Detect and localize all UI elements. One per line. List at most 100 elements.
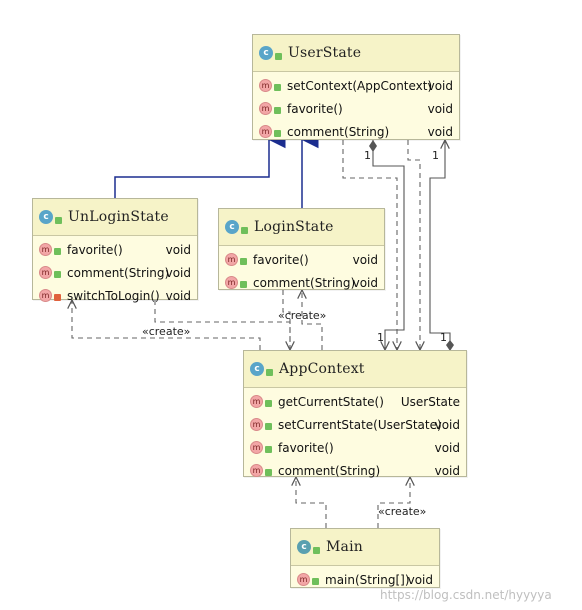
class-header: c Main	[291, 529, 439, 566]
public-icon	[265, 423, 272, 430]
method-row: m comment(String) void	[253, 120, 459, 143]
watermark: https://blog.csdn.net/hyyyya	[380, 588, 552, 602]
method-row: m favorite() void	[33, 238, 197, 261]
method-return: void	[427, 78, 453, 93]
method-return: void	[434, 440, 460, 455]
create-main-to-appcontext	[377, 477, 410, 528]
association-appcontext-userstate	[429, 140, 451, 350]
method-return: UserState	[400, 394, 460, 409]
class-name: UserState	[288, 45, 362, 61]
public-icon	[274, 84, 281, 91]
class-name: LoginState	[254, 219, 334, 235]
method-signature: favorite()	[67, 242, 123, 257]
method-signature: favorite()	[287, 101, 343, 116]
method-icon: m	[39, 289, 52, 302]
create-label: «create»	[278, 309, 327, 322]
create-label: «create»	[378, 505, 427, 518]
method-signature: setCurrentState(UserState)	[278, 417, 442, 432]
method-row: m comment(String) void	[33, 261, 197, 284]
method-return: void	[165, 265, 191, 280]
public-icon	[54, 271, 61, 278]
public-icon	[313, 546, 320, 554]
composition-diamond-appcontext	[446, 340, 454, 351]
method-signature: comment(String)	[278, 463, 381, 478]
public-icon	[274, 130, 281, 137]
class-header: c UnLoginState	[33, 199, 197, 236]
class-icon: c	[250, 362, 264, 376]
method-icon: m	[259, 79, 272, 92]
method-signature: comment(String)	[287, 124, 390, 139]
method-return: void	[427, 101, 453, 116]
class-icon: c	[39, 210, 53, 224]
public-icon	[240, 281, 247, 288]
method-return: void	[427, 124, 453, 139]
private-lock-icon	[54, 294, 61, 301]
association-userstate-appcontext	[372, 140, 405, 350]
method-icon: m	[39, 243, 52, 256]
method-icon: m	[39, 266, 52, 279]
method-return: void	[407, 572, 433, 587]
method-signature: comment(String)	[253, 275, 356, 290]
class-name: Main	[326, 539, 363, 555]
dependency-main-to-appcontext	[296, 477, 327, 528]
method-icon: m	[297, 573, 310, 586]
dependency-userstate-to-appcontext	[342, 140, 397, 350]
public-icon	[265, 400, 272, 407]
inheritance-unlogin-to-userstate	[114, 131, 286, 198]
method-icon: m	[225, 276, 238, 289]
class-header: c LoginState	[219, 209, 384, 246]
method-row: m switchToLogin() void	[33, 284, 197, 307]
public-icon	[240, 258, 247, 265]
method-row: m comment(String) void	[219, 271, 384, 294]
class-unloginstate[interactable]: c UnLoginState m favorite() void m comme…	[32, 198, 198, 303]
method-row: m setCurrentState(UserState) void	[244, 413, 466, 436]
create-appcontext-to-unlogin	[72, 300, 261, 350]
class-icon: c	[225, 220, 239, 234]
public-icon	[241, 226, 248, 234]
interface-icon: c	[259, 46, 273, 60]
class-loginstate[interactable]: c LoginState m favorite() void m comment…	[218, 208, 385, 290]
method-signature: favorite()	[253, 252, 309, 267]
method-signature: comment(String)	[67, 265, 170, 280]
class-appcontext[interactable]: c AppContext m getCurrentState() UserSta…	[243, 350, 467, 478]
method-icon: m	[259, 125, 272, 138]
method-list: m favorite() void m comment(String) void…	[33, 236, 197, 309]
multiplicity-label: 1	[440, 331, 447, 344]
method-signature: getCurrentState()	[278, 394, 384, 409]
method-icon: m	[259, 102, 272, 115]
multiplicity-label: 1	[432, 149, 439, 162]
runnable-class-icon: c	[297, 540, 311, 554]
class-userstate[interactable]: c UserState m setContext(AppContext) voi…	[252, 34, 460, 140]
method-return: void	[165, 242, 191, 257]
public-icon	[55, 216, 62, 224]
method-row: m favorite() void	[253, 97, 459, 120]
class-main[interactable]: c Main m main(String[]) void	[290, 528, 440, 588]
method-return: void	[434, 417, 460, 432]
method-row: m setContext(AppContext) void	[253, 74, 459, 97]
dependency-userstate-to-appcontext-2	[407, 140, 420, 350]
multiplicity-label: 1	[377, 331, 384, 344]
method-row: m favorite() void	[244, 436, 466, 459]
multiplicity-label: 1	[364, 149, 371, 162]
dependency-login-to-appcontext	[282, 290, 291, 350]
composition-diamond-userstate	[369, 140, 377, 152]
class-header: c UserState	[253, 35, 459, 72]
public-icon	[312, 578, 319, 585]
method-row: m favorite() void	[219, 248, 384, 271]
method-signature: switchToLogin()	[67, 288, 160, 303]
method-row: m getCurrentState() UserState	[244, 390, 466, 413]
public-icon	[274, 107, 281, 114]
public-icon	[265, 446, 272, 453]
method-row: m main(String[]) void	[291, 568, 439, 591]
method-return: void	[352, 275, 378, 290]
method-list: m getCurrentState() UserState m setCurre…	[244, 388, 466, 484]
method-list: m setContext(AppContext) void m favorite…	[253, 72, 459, 145]
method-signature: setContext(AppContext)	[287, 78, 433, 93]
method-icon: m	[225, 253, 238, 266]
method-row: m comment(String) void	[244, 459, 466, 482]
public-icon	[275, 52, 282, 60]
method-icon: m	[250, 395, 263, 408]
class-name: AppContext	[279, 361, 365, 377]
method-signature: main(String[])	[325, 572, 410, 587]
